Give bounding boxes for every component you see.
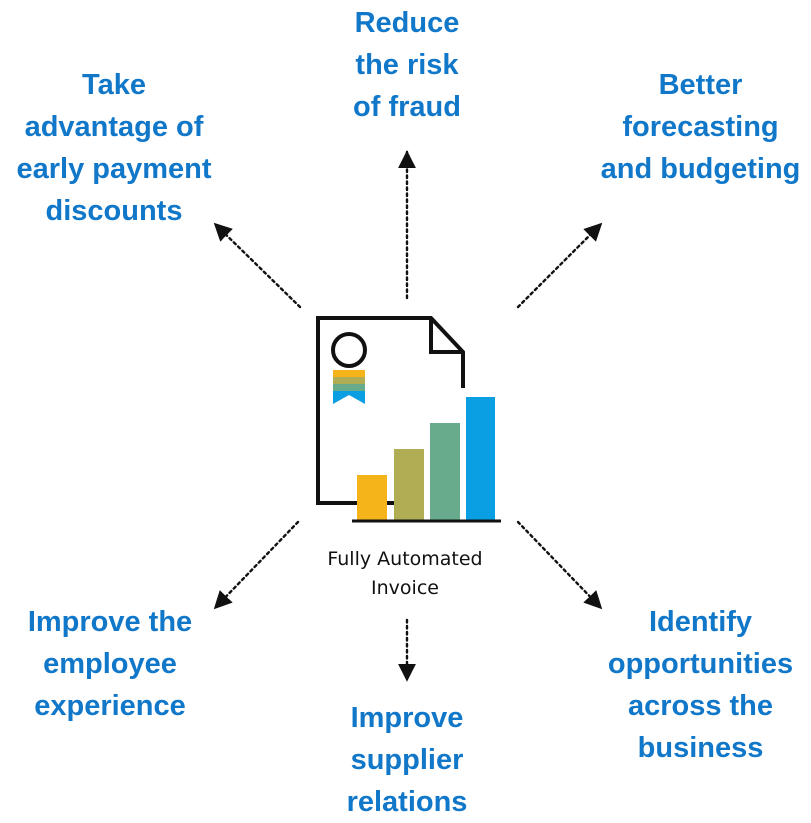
benefit-line: experience xyxy=(34,690,186,722)
invoice-document-icon xyxy=(316,316,465,505)
benefit-line: forecasting xyxy=(622,111,779,143)
benefit-line: Identify xyxy=(648,606,753,638)
center-caption: Fully Automated Invoice xyxy=(300,545,510,603)
benefit-line: Improve the xyxy=(27,606,193,638)
benefit-line: of fraud xyxy=(353,91,461,123)
benefit-reduce-fraud: Reduce the risk of fraud xyxy=(307,2,507,128)
benefit-line: the risk xyxy=(355,49,459,81)
benefit-line: Take xyxy=(82,69,146,101)
award-seal-icon xyxy=(331,332,367,404)
chart-bar-3 xyxy=(430,423,460,521)
arrow-to-top-left xyxy=(213,222,302,309)
caption-line: Fully Automated xyxy=(327,548,483,570)
benefit-line: opportunities xyxy=(607,648,794,680)
benefit-line: employee xyxy=(43,648,177,680)
benefit-identify-opportunities: Identify opportunities across the busine… xyxy=(590,601,811,769)
arrow-to-bottom-right xyxy=(516,520,603,610)
caption-line: Invoice xyxy=(371,577,439,599)
benefit-line: business xyxy=(637,732,764,764)
benefit-line: Reduce xyxy=(354,7,460,39)
benefit-forecasting-budgeting: Better forecasting and budgeting xyxy=(590,64,811,190)
benefit-line: supplier xyxy=(350,744,464,776)
chart-bar-2 xyxy=(394,449,424,521)
benefit-line: discounts xyxy=(45,195,183,227)
benefit-line: Improve xyxy=(350,702,464,734)
benefit-supplier-relations: Improve supplier relations xyxy=(307,697,507,823)
chart-bar-1 xyxy=(357,475,387,521)
bar-chart-icon xyxy=(352,397,501,523)
benefit-employee-experience: Improve the employee experience xyxy=(10,601,210,727)
benefit-line: and budgeting xyxy=(600,153,801,185)
benefit-line: Better xyxy=(658,69,743,101)
arrow-to-top-right xyxy=(516,222,603,309)
chart-bar-4 xyxy=(466,397,495,521)
benefit-early-payment-discounts: Take advantage of early payment discount… xyxy=(0,64,228,232)
benefit-line: advantage of xyxy=(24,111,204,143)
benefit-line: early payment xyxy=(16,153,212,185)
arrow-to-bottom-left xyxy=(213,520,300,610)
benefit-line: relations xyxy=(346,786,468,818)
benefit-line: across the xyxy=(627,690,774,722)
